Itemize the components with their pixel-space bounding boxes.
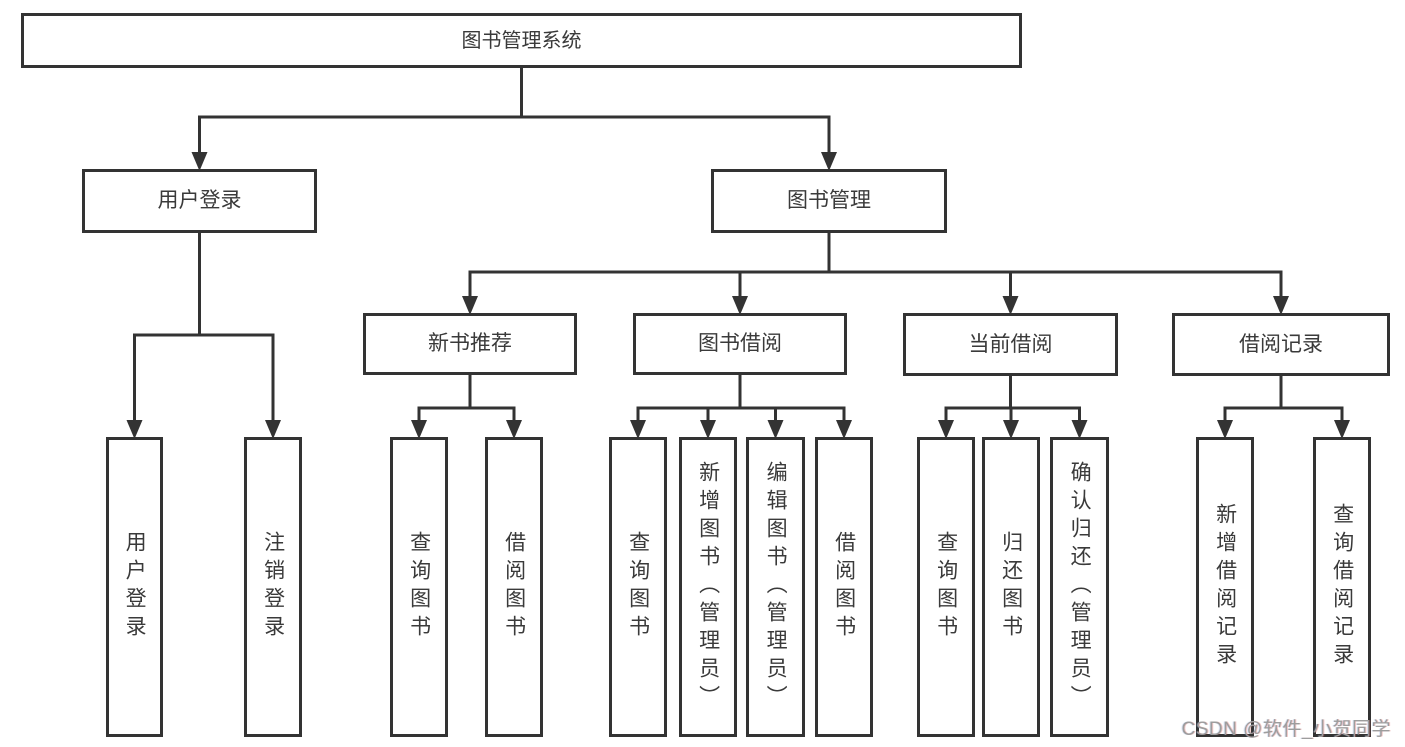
watermark-text: CSDN @软件_小贺同学 [1181,719,1391,740]
node-user-login: 用户登录 [82,169,317,233]
node-book-mgmt: 图书管理 [711,169,947,233]
node-borrow-book-1: 借阅图书 [485,437,543,737]
node-query-book-1: 查询图书 [390,437,448,737]
node-add-borrow-record: 新增借阅记录 [1196,437,1254,737]
node-logout: 注销登录 [244,437,302,737]
node-query-borrow-record: 查询借阅记录 [1313,437,1371,737]
node-confirm-return: 确认归还（管理员） [1050,437,1109,737]
node-query-book-2: 查询图书 [609,437,667,737]
node-borrow-records: 借阅记录 [1172,313,1390,376]
node-query-book-3: 查询图书 [917,437,975,737]
node-book-borrow: 图书借阅 [633,313,847,375]
node-return-book: 归还图书 [982,437,1040,737]
node-new-book-rec: 新书推荐 [363,313,577,375]
node-login: 用户登录 [106,437,163,737]
node-root: 图书管理系统 [21,13,1022,68]
node-current-borrow: 当前借阅 [903,313,1118,376]
node-borrow-book-2: 借阅图书 [815,437,873,737]
node-edit-book: 编辑图书（管理员） [746,437,805,737]
node-add-book: 新增图书（管理员） [679,437,737,737]
